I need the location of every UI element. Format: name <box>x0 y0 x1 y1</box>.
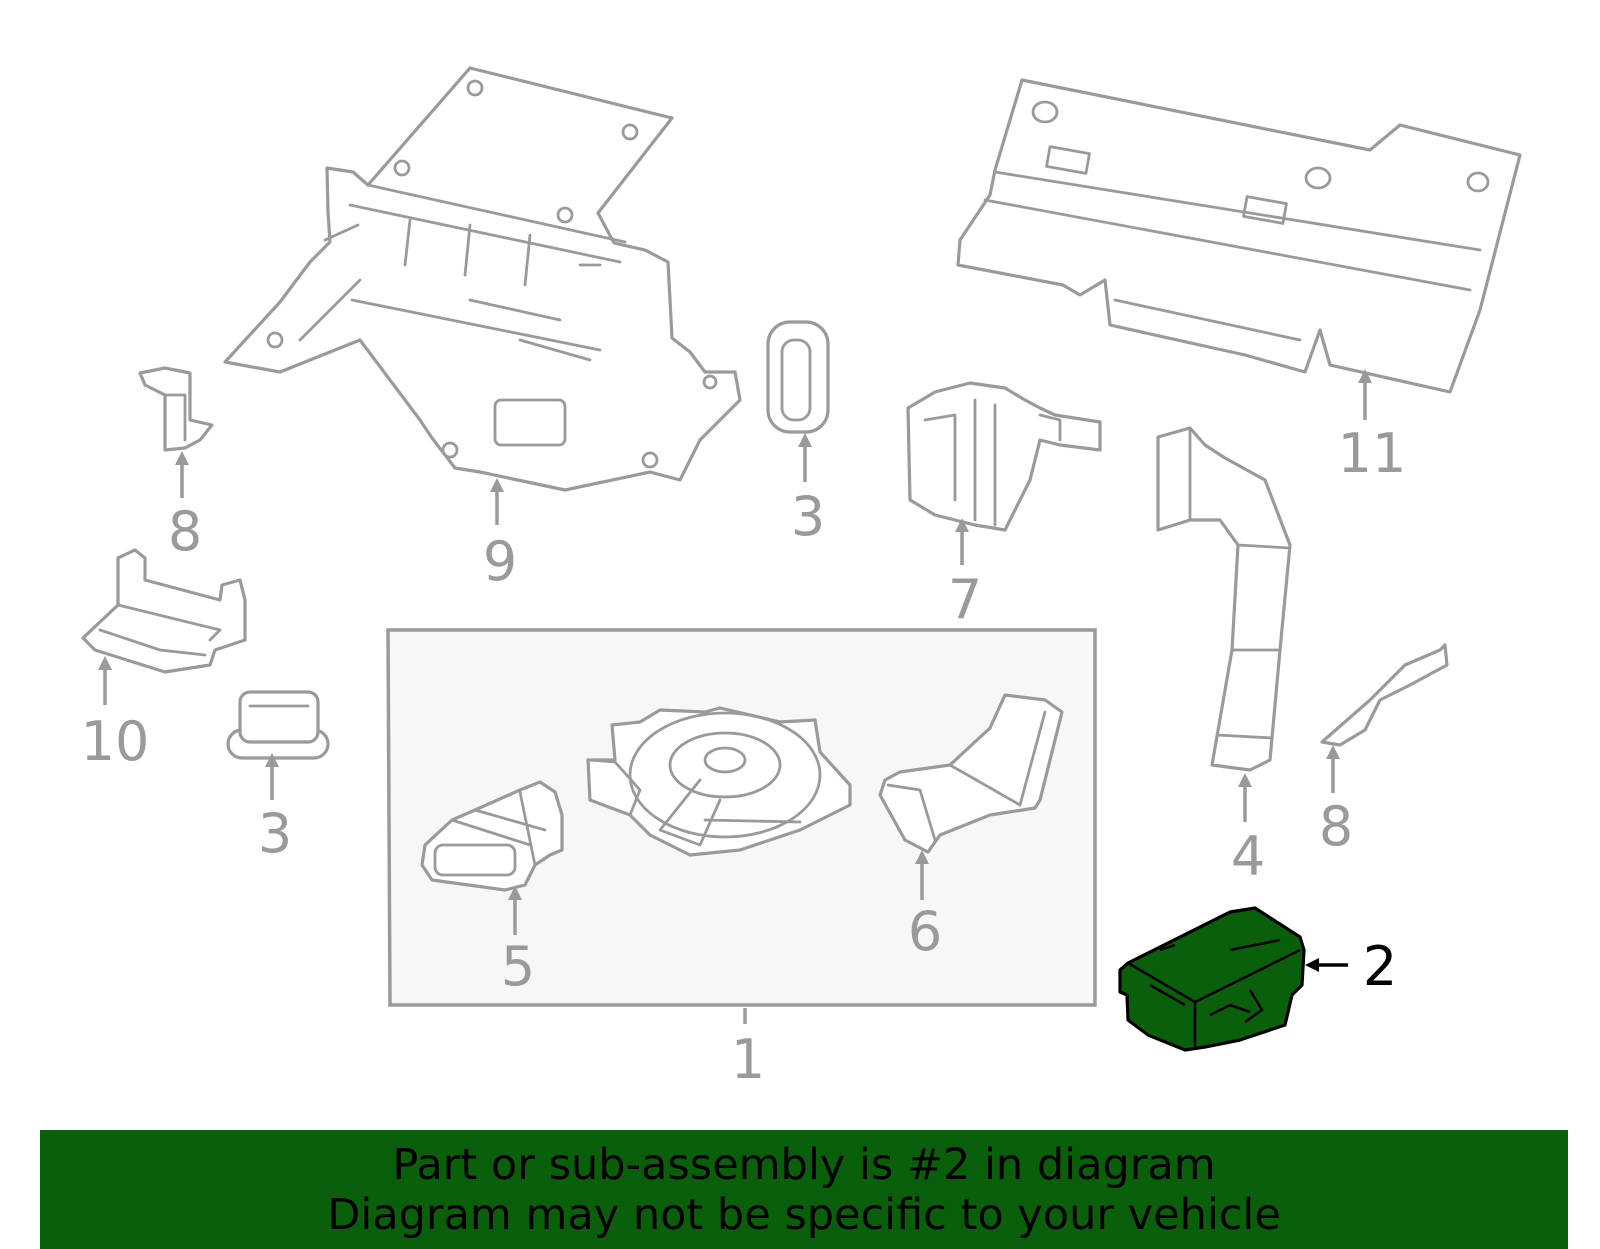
part-2-module-highlighted[interactable] <box>1118 906 1306 1052</box>
part-4-duct-hose[interactable] <box>1156 426 1292 772</box>
info-banner: Part or sub-assembly is #2 in diagram Di… <box>40 1130 1568 1249</box>
blower-housing <box>586 706 852 857</box>
callout-6: 6 <box>908 900 942 963</box>
callout-3-upper: 3 <box>791 485 825 548</box>
part-1-subassembly[interactable]: 5 6 <box>386 628 1097 1007</box>
callout-2: 2 <box>1363 935 1397 998</box>
part-11-cover[interactable] <box>956 78 1522 394</box>
part-8-clip-right[interactable] <box>1320 643 1449 747</box>
part-9-bracket[interactable] <box>223 66 742 492</box>
part-10-bracket[interactable] <box>81 548 247 674</box>
part-8-clip-left[interactable] <box>138 366 214 452</box>
callout-3-lower: 3 <box>258 802 292 865</box>
callout-10: 10 <box>81 710 150 773</box>
banner-line-2: Diagram may not be specific to your vehi… <box>327 1190 1281 1240</box>
banner-line-1: Part or sub-assembly is #2 in diagram <box>392 1140 1216 1190</box>
callout-8-left: 8 <box>168 500 202 563</box>
part-5-duct[interactable] <box>420 780 564 892</box>
part-7-fitting[interactable] <box>906 381 1102 532</box>
callout-4: 4 <box>1231 825 1265 888</box>
part-3-grommet-upper[interactable] <box>766 320 830 434</box>
callout-7: 7 <box>948 568 982 631</box>
callout-9: 9 <box>483 530 517 593</box>
callout-8-right: 8 <box>1319 795 1353 858</box>
parts-diagram: 9 8 3 11 7 4 8 <box>81 66 1522 1091</box>
callout-1: 1 <box>731 1028 765 1091</box>
part-3-cap-lower[interactable] <box>226 690 330 760</box>
callout-11: 11 <box>1338 422 1407 485</box>
callout-5: 5 <box>501 935 535 998</box>
